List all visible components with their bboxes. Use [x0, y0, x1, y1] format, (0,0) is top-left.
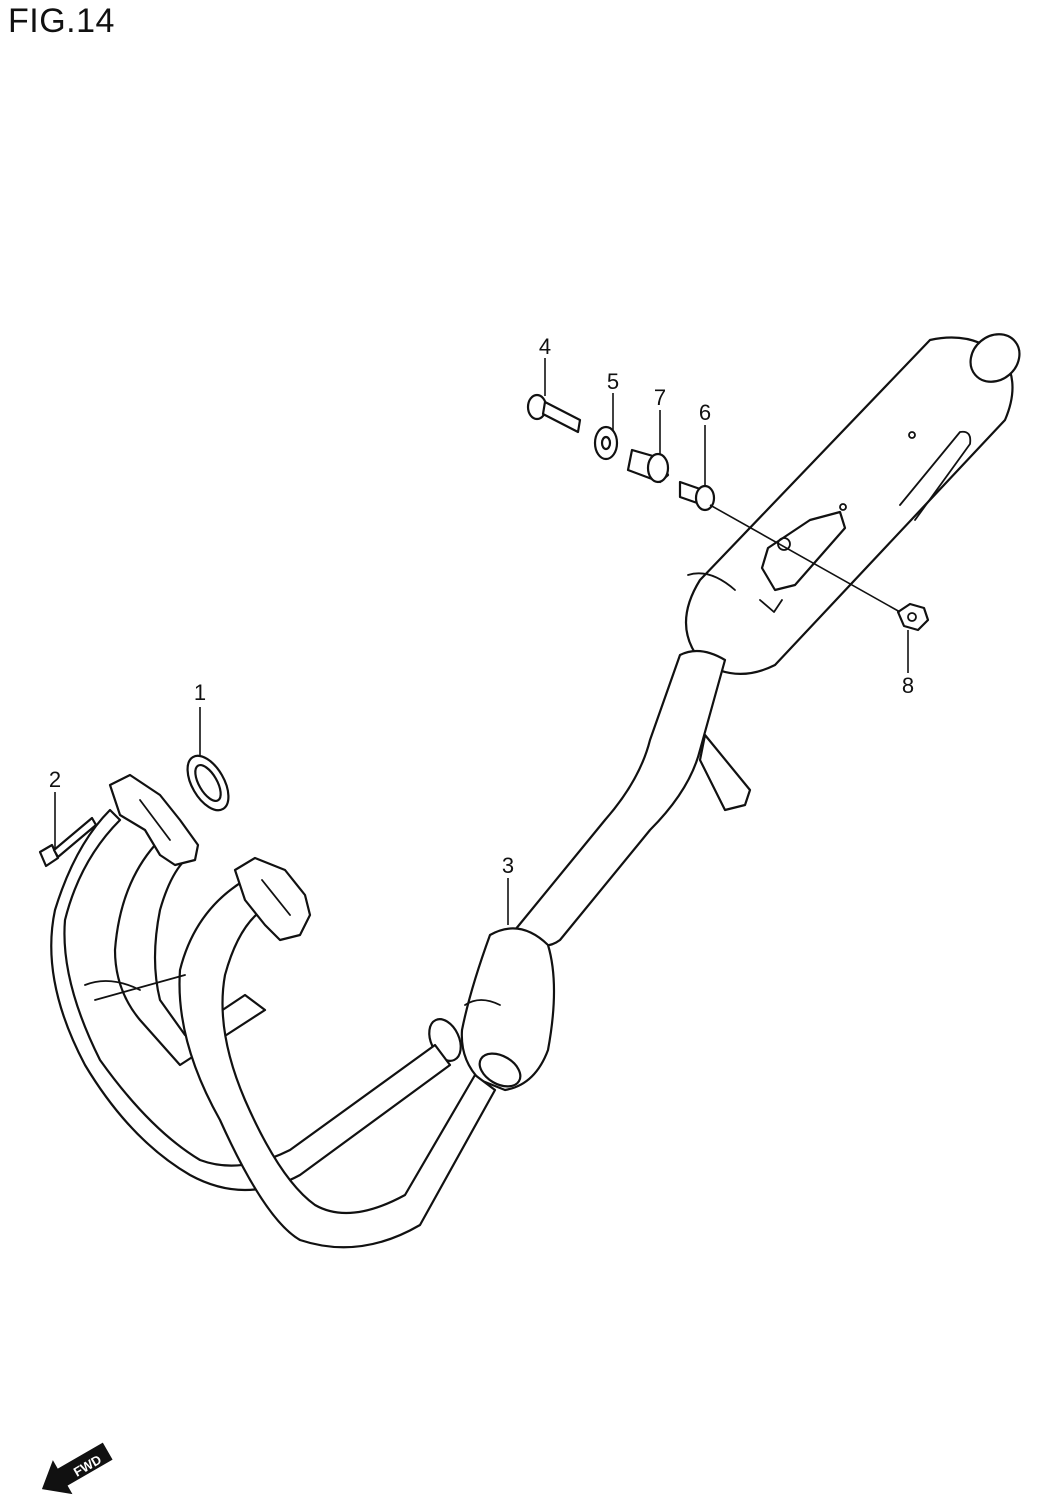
header-pipes	[50, 808, 497, 1249]
callout-3: 3	[502, 853, 514, 878]
mounting-axis-line	[709, 504, 901, 613]
bolt-part-4	[526, 393, 582, 434]
muffler-silencer	[684, 333, 1021, 675]
callout-7: 7	[654, 385, 666, 410]
fwd-arrow-icon: FWD	[41, 1442, 113, 1495]
callout-2: 2	[49, 767, 61, 792]
figure-title: FIG.14	[8, 2, 115, 40]
callout-6: 6	[699, 400, 711, 425]
nut-part-8	[896, 602, 930, 632]
washer-part-5	[593, 425, 619, 461]
leader-lines	[54, 358, 909, 925]
callout-5: 5	[607, 369, 619, 394]
callout-1: 1	[194, 680, 206, 705]
callout-numbers: 1 2 3 4 5 6 7 8	[49, 334, 914, 878]
exhaust-clamps	[108, 773, 312, 942]
callout-8: 8	[902, 673, 914, 698]
spacer-part-6	[678, 480, 716, 512]
link-pipe	[513, 649, 752, 947]
gasket-ring	[186, 754, 230, 812]
callout-4: 4	[539, 334, 551, 359]
cushion-part-7	[626, 448, 670, 484]
bolt-part-2	[38, 816, 98, 868]
